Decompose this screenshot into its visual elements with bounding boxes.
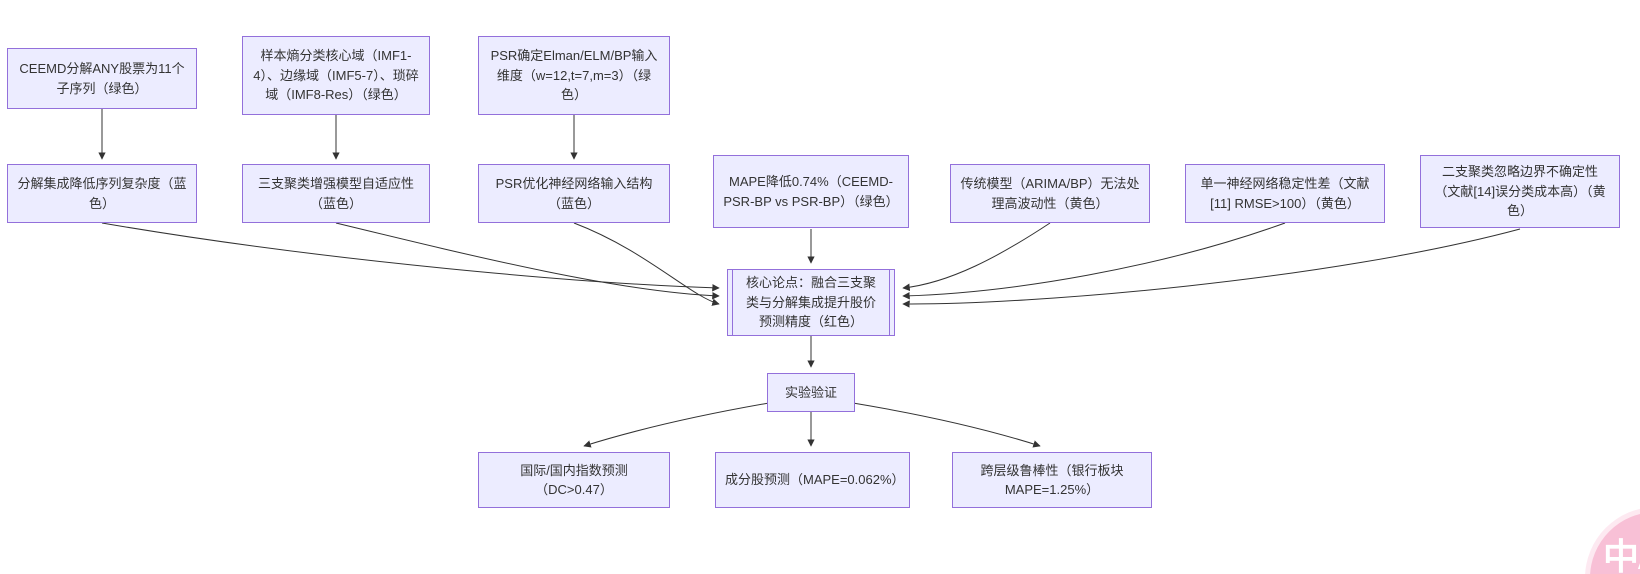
translate-button[interactable]: 中A (1590, 512, 1640, 574)
node-decomp: 分解集成降低序列复杂度（蓝色） (7, 164, 197, 223)
node-single-nn: 单一神经网络稳定性差（文献[11] RMSE>100）（黄色） (1185, 164, 1385, 223)
node-single-nn-label: 单一神经网络稳定性差（文献[11] RMSE>100）（黄色） (1200, 176, 1370, 211)
node-psr-opt-label: PSR优化神经网络输入结构（蓝色） (495, 176, 653, 211)
edge-traditional-core (902, 222, 1051, 292)
node-robustness-label: 跨层级鲁棒性（银行板块 MAPE=1.25%） (980, 462, 1124, 498)
node-component-pred: 成分股预测（MAPE=0.062%） (715, 452, 910, 508)
node-traditional-label: 传统模型（ARIMA/BP）无法处理高波动性（黄色） (960, 176, 1140, 211)
node-core-thesis: 核心论点：融合三支聚类与分解集成提升股价预测精度（红色） (727, 269, 895, 336)
edge-decomp-core (101, 222, 720, 292)
edge-twoway-core (902, 228, 1521, 308)
node-three-way-label: 三支聚类增强模型自适应性（蓝色） (257, 176, 414, 211)
node-three-way: 三支聚类增强模型自适应性（蓝色） (242, 164, 430, 223)
node-two-way: 二支聚类忽略边界不确定性（文献[14]误分类成本高）（黄色） (1420, 155, 1620, 228)
node-sample-entropy-label: 样本熵分类核心域（IMF1-4）、边缘域（IMF5-7）、琐碎域（IMF8-Re… (253, 48, 419, 103)
node-mape-drop-label: MAPE降低0.74%（CEEMD-PSR-BP vs PSR-BP）（绿色） (723, 174, 899, 209)
edge-experiment-robustness (852, 402, 1041, 448)
node-mape-drop: MAPE降低0.74%（CEEMD-PSR-BP vs PSR-BP）（绿色） (713, 155, 909, 228)
node-two-way-label: 二支聚类忽略边界不确定性（文献[14]误分类成本高）（黄色） (1434, 164, 1606, 219)
node-psr-opt: PSR优化神经网络输入结构（蓝色） (478, 164, 670, 223)
node-component-pred-label: 成分股预测（MAPE=0.062%） (725, 472, 905, 488)
node-sample-entropy: 样本熵分类核心域（IMF1-4）、边缘域（IMF5-7）、琐碎域（IMF8-Re… (242, 36, 430, 115)
node-index-pred-label: 国际/国内指数预测（DC>0.47） (520, 462, 628, 498)
node-psr-dims-label: PSR确定Elman/ELM/BP输入维度（w=12,t=7,m=3）（绿色） (490, 48, 658, 103)
node-robustness: 跨层级鲁棒性（银行板块 MAPE=1.25%） (952, 452, 1152, 508)
node-experiment-label: 实验验证 (784, 384, 837, 400)
node-ceemd: CEEMD分解ANY股票为11个子序列（绿色） (7, 48, 197, 109)
node-index-pred: 国际/国内指数预测（DC>0.47） (478, 452, 670, 508)
edge-singlenn-core (902, 222, 1286, 300)
node-decomp-label: 分解集成降低序列复杂度（蓝色） (17, 176, 187, 211)
translate-button-label: 中A (1603, 536, 1640, 574)
node-psr-dims: PSR确定Elman/ELM/BP输入维度（w=12,t=7,m=3）（绿色） (478, 36, 670, 115)
node-traditional: 传统模型（ARIMA/BP）无法处理高波动性（黄色） (950, 164, 1150, 223)
node-ceemd-label: CEEMD分解ANY股票为11个子序列（绿色） (19, 61, 185, 96)
edge-psropt-core (573, 222, 720, 306)
node-experiment: 实验验证 (767, 373, 855, 412)
node-core-thesis-label: 核心论点：融合三支聚类与分解集成提升股价预测精度（红色） (745, 275, 876, 330)
edge-threeway-core (335, 222, 720, 300)
edge-experiment-indexpred (583, 402, 770, 448)
